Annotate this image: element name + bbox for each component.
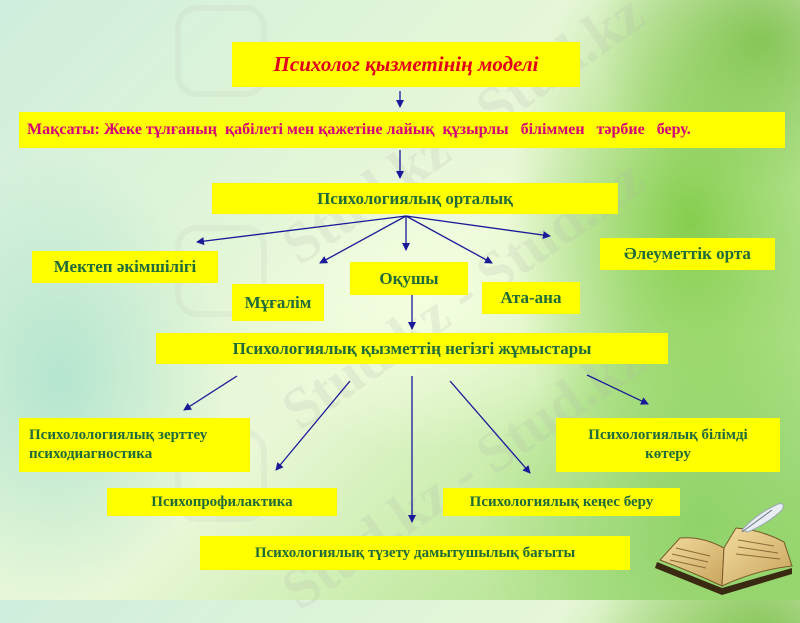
psych-center-node: Психологиялық орталық — [212, 183, 618, 214]
psych-center-label: Психологиялық орталық — [317, 188, 513, 208]
direction-prophylaxis: Психопрофилактика — [107, 488, 337, 516]
participant-parents: Ата-ана — [482, 282, 580, 314]
diagram-title: Психолог қызметінің моделі — [232, 42, 580, 87]
direction-label: Психологиялық түзету дамытушылық бағыты — [254, 544, 576, 561]
diagram-title-text: Психолог қызметінің моделі — [273, 52, 539, 77]
direction-education: Психологиялық білімді көтеру — [556, 418, 780, 472]
participant-label: Мұғалім — [244, 292, 312, 312]
goal-box: Мақсаты: Жеке тұлғаның қабілеті мен қаже… — [19, 112, 785, 148]
participant-social: Әлеуметтік орта — [600, 238, 775, 270]
participant-label: Ата-ана — [500, 288, 562, 308]
goal-text: Мақсаты: Жеке тұлғаның қабілеті мен қаже… — [27, 121, 691, 138]
direction-label: Психологиялық кеңес беру — [469, 493, 654, 510]
direction-label: Психологиялық білімді көтеру — [588, 427, 748, 462]
direction-consulting: Психологиялық кеңес беру — [443, 488, 680, 516]
main-works-label: Психологиялық қызметтің негізгі жұмыстар… — [232, 338, 592, 358]
direction-research: Психолологиялық зерттеу психодиагностика — [19, 418, 250, 472]
participant-teacher: Мұғалім — [232, 284, 324, 321]
participant-admin: Мектеп әкімшілігі — [32, 251, 218, 283]
participant-student: Оқушы — [350, 262, 468, 295]
direction-label: Психолологиялық зерттеу психодиагностика — [29, 427, 208, 462]
participant-label: Оқушы — [379, 268, 439, 288]
book-with-quill-icon — [655, 503, 793, 595]
participant-label: Әлеуметтік орта — [624, 244, 751, 264]
main-works-node: Психологиялық қызметтің негізгі жұмыстар… — [156, 333, 668, 364]
connector-arrows — [183, 91, 649, 523]
direction-correction: Психологиялық түзету дамытушылық бағыты — [200, 536, 630, 570]
direction-label: Психопрофилактика — [151, 493, 293, 510]
participant-label: Мектеп әкімшілігі — [53, 257, 197, 277]
